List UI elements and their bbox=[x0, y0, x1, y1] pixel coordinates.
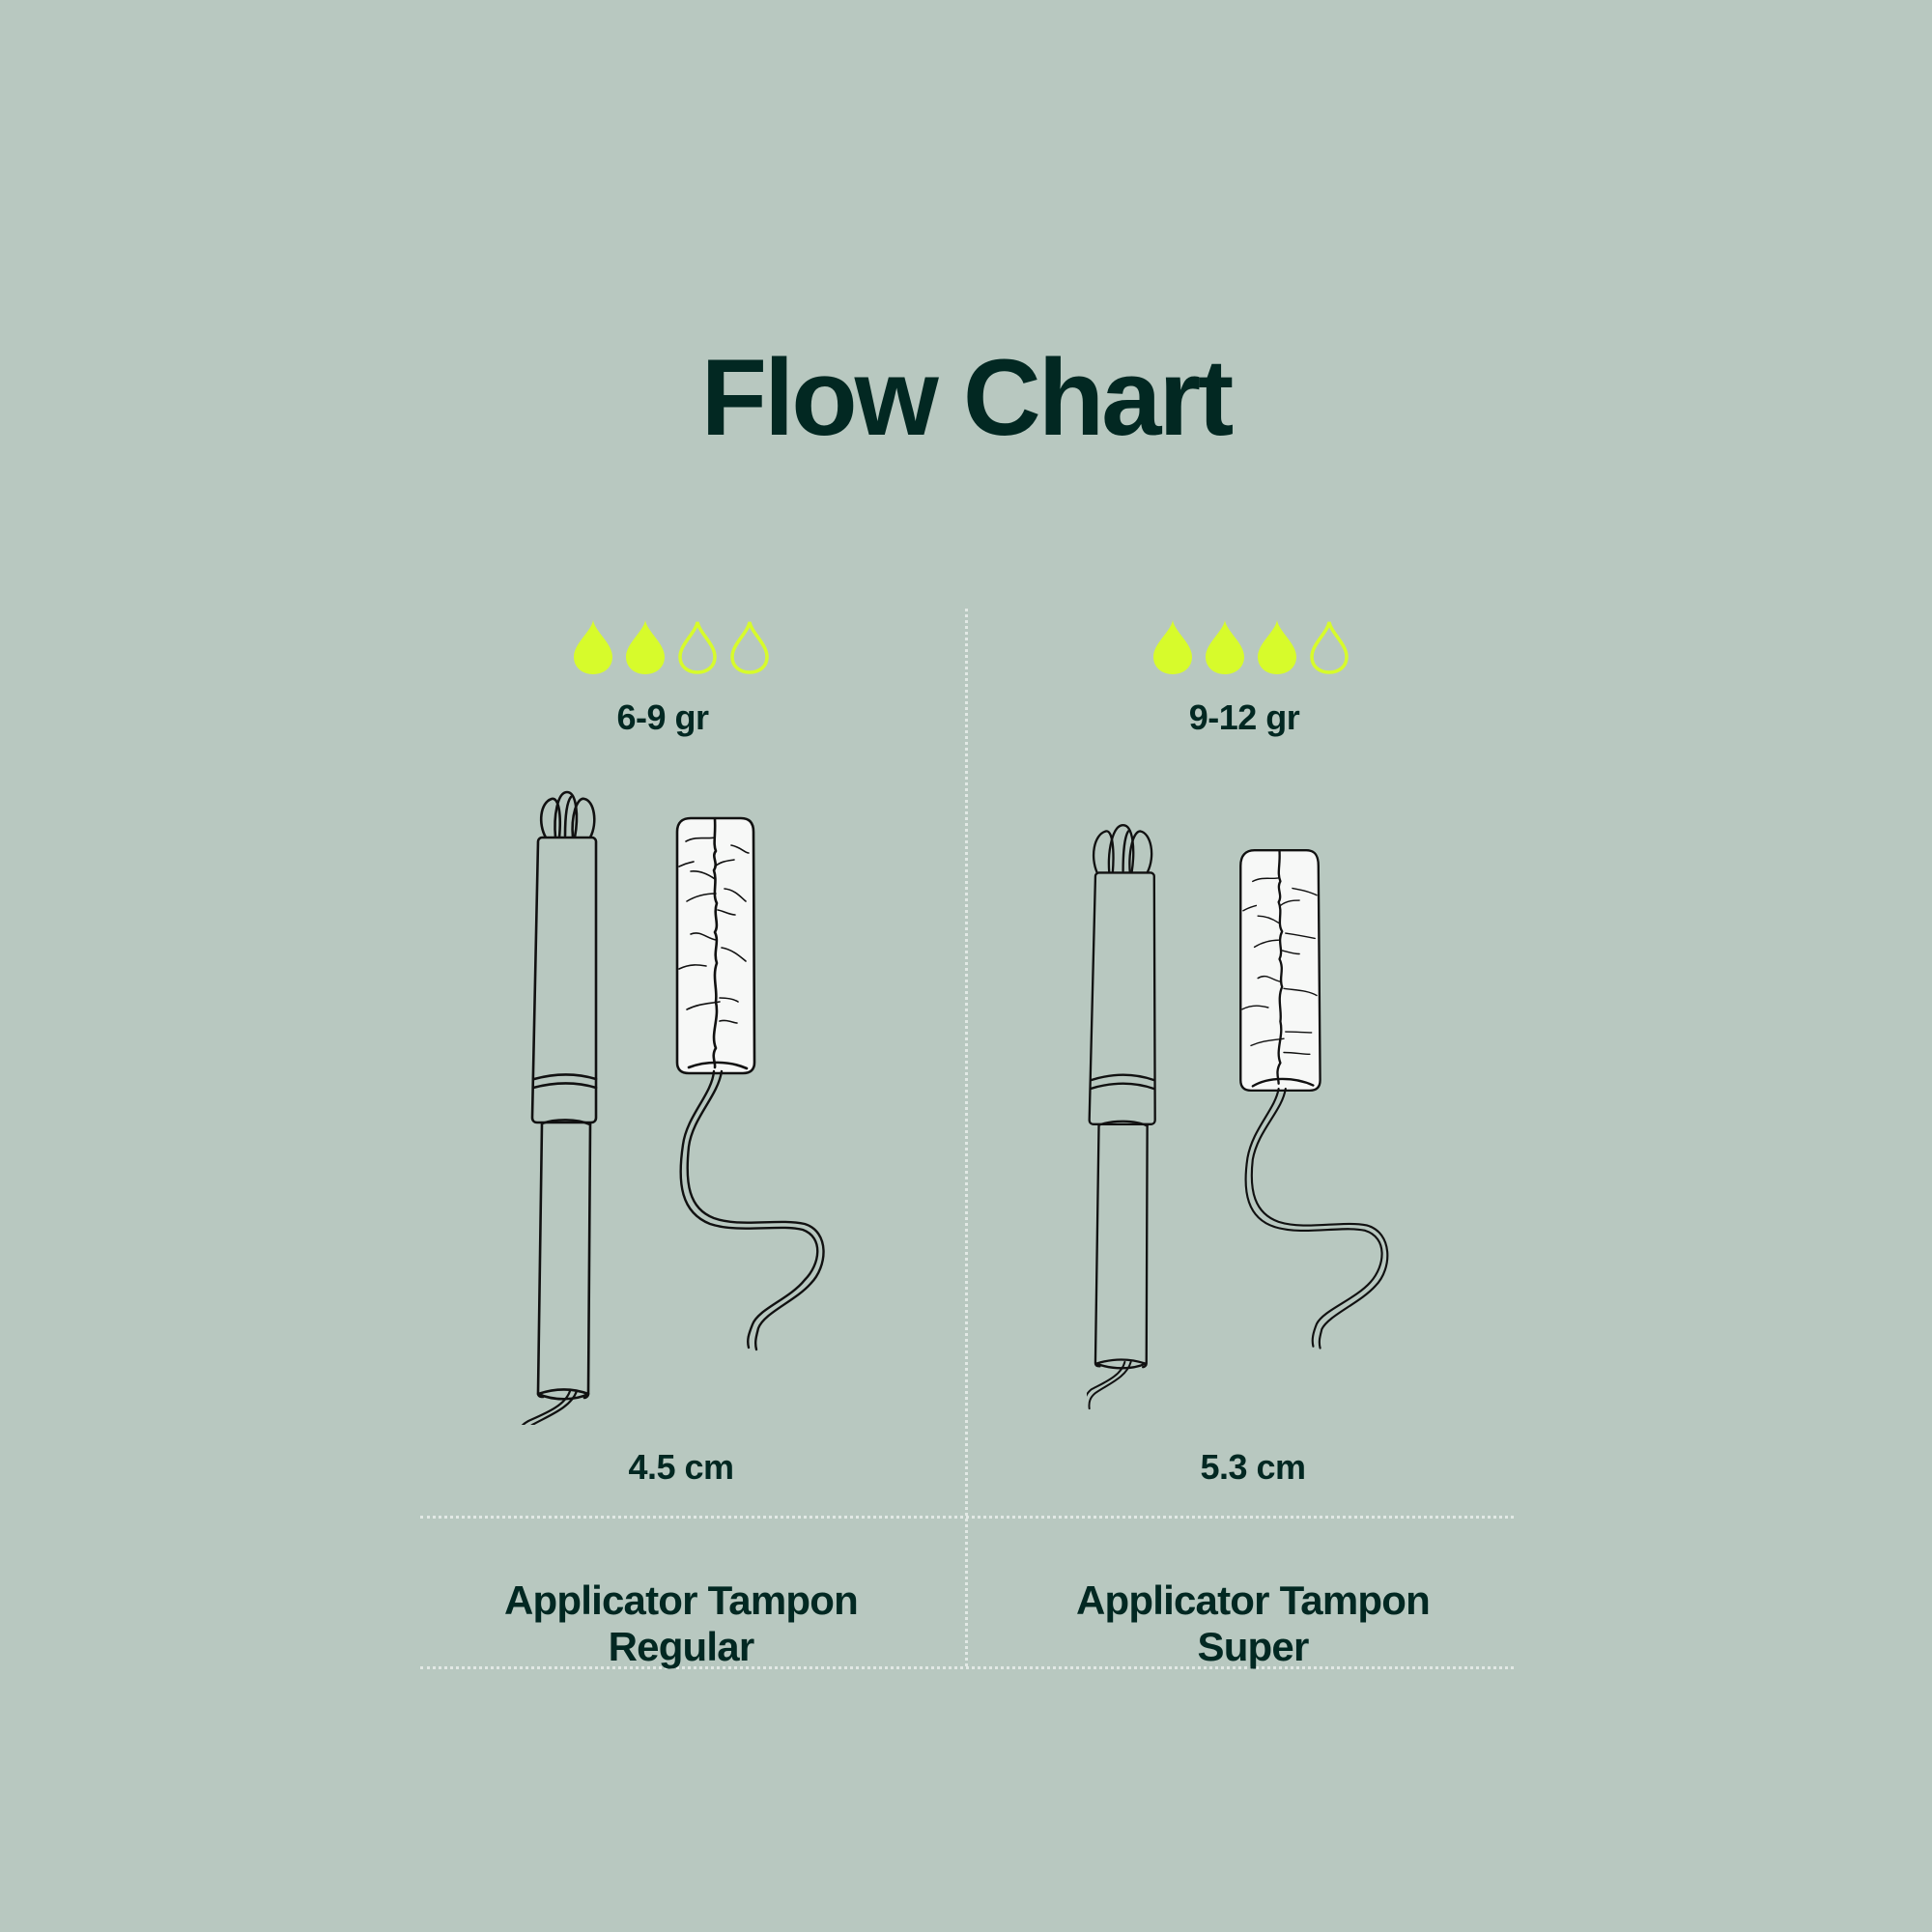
drop-filled-icon bbox=[1153, 620, 1192, 674]
vertical-divider bbox=[965, 609, 968, 1666]
drop-filled-icon bbox=[626, 620, 665, 674]
drop-outline-icon bbox=[730, 621, 769, 674]
weight-label: 6-9 gr bbox=[616, 697, 709, 737]
length-label: 4.5 cm bbox=[628, 1447, 734, 1487]
product-name-line1: Applicator Tampon bbox=[1076, 1577, 1431, 1623]
product-name-line1: Applicator Tampon bbox=[504, 1577, 859, 1623]
weight-label: 9-12 gr bbox=[1188, 697, 1300, 737]
drop-filled-icon bbox=[574, 620, 612, 674]
horizontal-divider-bottom bbox=[420, 1666, 1514, 1669]
absorbency-rating bbox=[1151, 618, 1350, 676]
length-label: 5.3 cm bbox=[1200, 1447, 1306, 1487]
absorbency-rating bbox=[572, 618, 771, 676]
product-name-super: Applicator Tampon Super bbox=[1011, 1577, 1494, 1670]
drop-outline-icon bbox=[678, 621, 717, 674]
drop-filled-icon bbox=[1206, 620, 1244, 674]
product-name-line2: Regular bbox=[608, 1623, 755, 1669]
applicator-tampon-super-illustration bbox=[1087, 824, 1389, 1410]
drop-outline-icon bbox=[1310, 621, 1349, 674]
drop-filled-icon bbox=[1258, 620, 1296, 674]
product-name-regular: Applicator Tampon Regular bbox=[440, 1577, 923, 1670]
product-name-line2: Super bbox=[1197, 1623, 1309, 1669]
applicator-tampon-regular-illustration bbox=[521, 790, 825, 1425]
horizontal-divider-top bbox=[420, 1516, 1514, 1519]
page-title: Flow Chart bbox=[700, 337, 1235, 459]
